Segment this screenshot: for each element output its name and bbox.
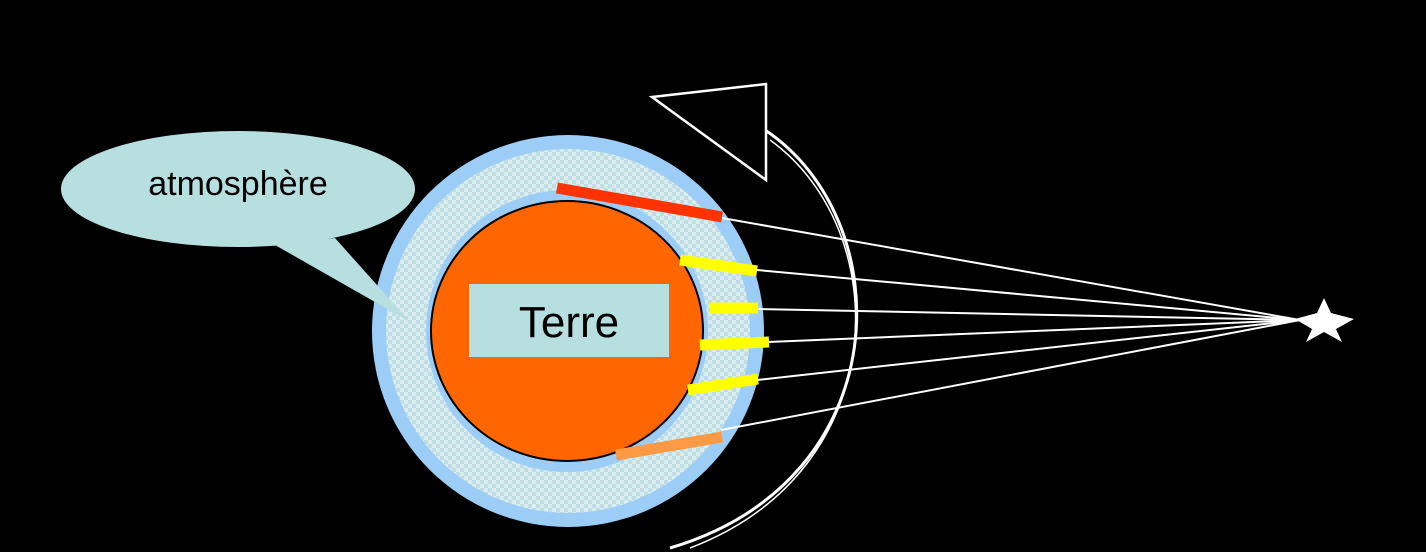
atmosphere-label: atmosphère (148, 165, 328, 203)
segment-red (556, 182, 723, 223)
atmosphere-callout: atmosphère (61, 131, 415, 322)
callout-bubble (61, 131, 415, 247)
ray-3 (757, 308, 1301, 321)
segment-orange (615, 431, 723, 461)
ray-1 (721, 217, 1301, 321)
light-rays (720, 217, 1301, 431)
star-icon (1295, 298, 1354, 342)
ray-4 (767, 319, 1301, 343)
earth-label: Terre (519, 298, 619, 347)
earth-label-box (469, 284, 669, 357)
refraction-segments (556, 182, 770, 461)
ray-6 (720, 319, 1301, 431)
ray-5 (756, 319, 1301, 381)
ray-2 (756, 269, 1301, 321)
segment-yellow-3 (699, 336, 770, 351)
rotation-arc-inner (689, 139, 857, 549)
callout-tail (275, 238, 410, 322)
segment-yellow-1 (679, 254, 758, 277)
segment-yellow-4 (687, 373, 759, 396)
curved-arrow-icon (648, 82, 859, 550)
rotation-arrowhead (648, 82, 768, 183)
